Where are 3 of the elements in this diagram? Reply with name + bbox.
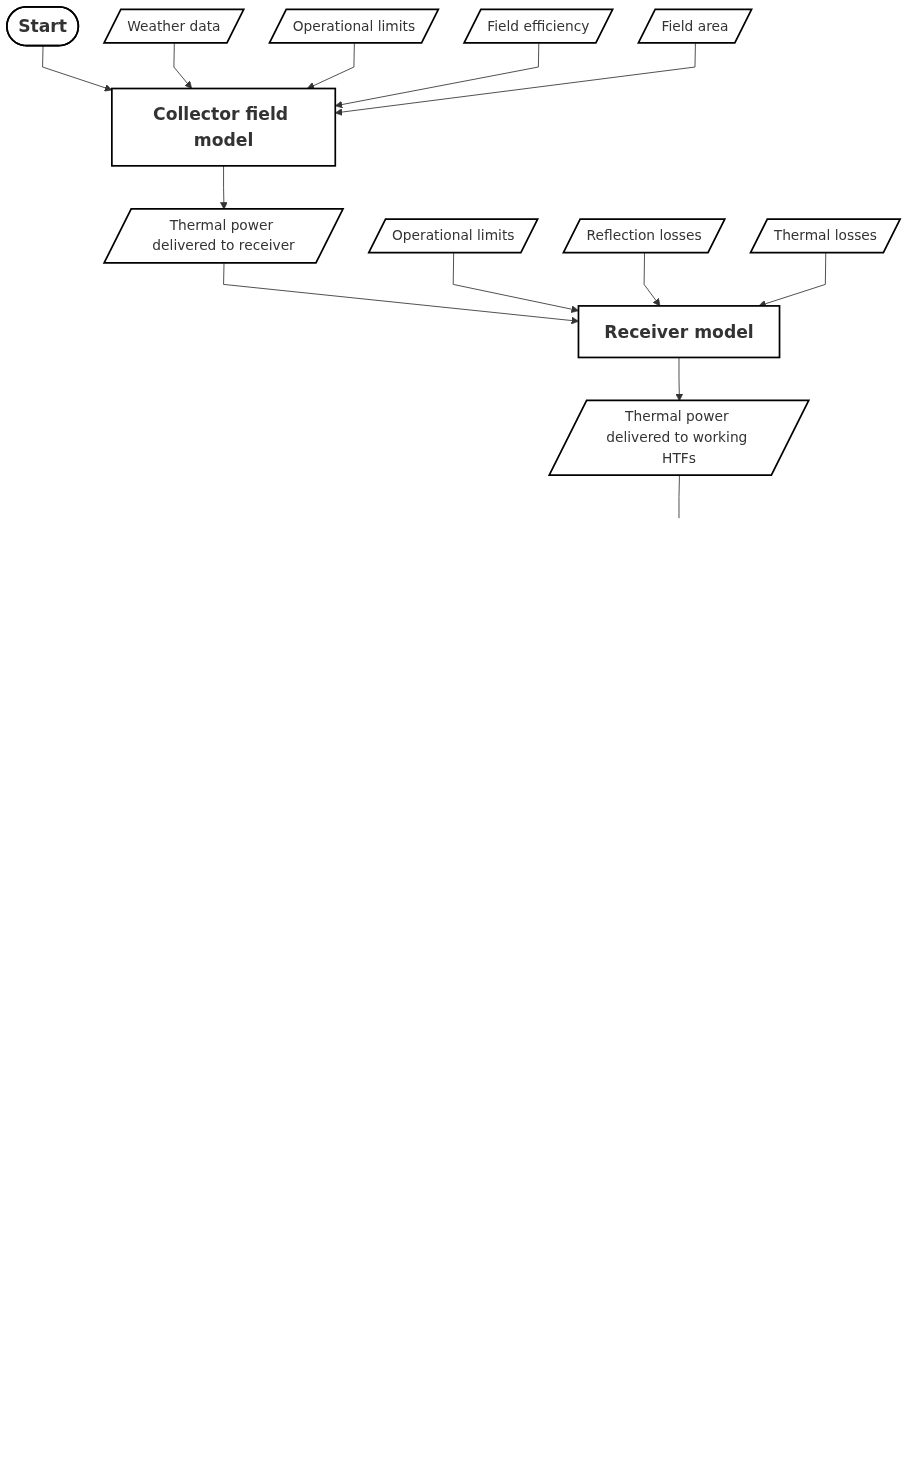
node-box: Receiver model xyxy=(577,305,781,359)
node-box: Collector field model xyxy=(111,87,337,167)
connector xyxy=(678,475,680,519)
